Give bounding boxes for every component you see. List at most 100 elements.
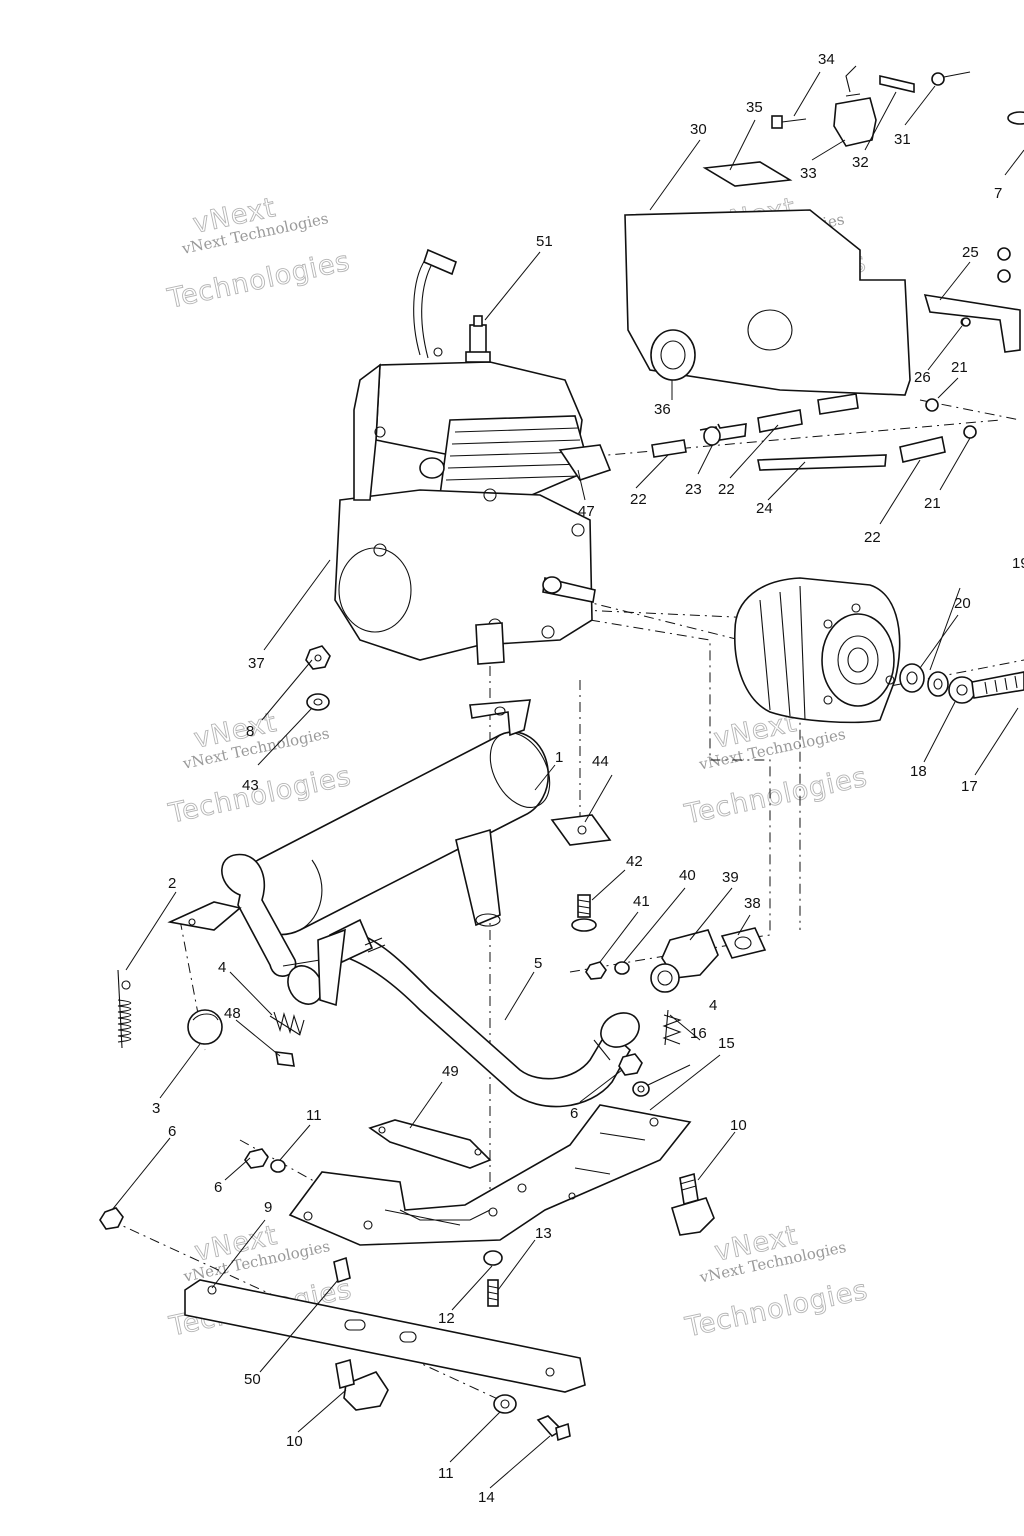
callout-49: 49: [442, 1063, 459, 1080]
spark-plug-51: [465, 315, 491, 363]
callout-5: 5: [534, 955, 542, 972]
callout-25: 25: [962, 244, 979, 261]
screw-34: [771, 115, 807, 129]
watermark-text: Technologies: [164, 246, 353, 315]
callout-47: 47: [578, 503, 595, 520]
callout-32: 32: [852, 154, 869, 171]
nut-6-b: [244, 1148, 269, 1169]
callout-44: 44: [592, 753, 609, 770]
callout-51: 51: [536, 233, 553, 250]
filter-23: [699, 423, 747, 446]
callout-43: 43: [242, 777, 259, 794]
watermark-text: Technologies: [165, 761, 354, 830]
callout-10: 10: [730, 1117, 747, 1134]
stud-50: [333, 1256, 351, 1284]
callout-48: 48: [224, 1005, 241, 1022]
grommet-26: [961, 317, 971, 327]
watermark-text: Technologies: [682, 1274, 871, 1343]
bolt-42: [571, 894, 597, 932]
callout-6: 6: [214, 1179, 222, 1196]
spring-2: [117, 969, 132, 1049]
callout-50: 50: [244, 1371, 261, 1388]
sleeve-22-c: [817, 393, 859, 415]
callout-16: 16: [690, 1025, 707, 1042]
ignition-wire-51: [413, 248, 457, 359]
bracket-2: [167, 901, 242, 931]
callout-22: 22: [864, 529, 881, 546]
callout-11: 11: [306, 1107, 322, 1124]
nut-41: [585, 961, 607, 980]
callout-10: 10: [286, 1433, 303, 1450]
grommet-ball-3: [187, 1009, 223, 1045]
callout-23: 23: [685, 481, 702, 498]
callout-21: 21: [951, 359, 968, 376]
callout-42: 42: [626, 853, 643, 870]
muffler-outlet-pipe: [221, 853, 323, 1005]
callout-22: 22: [718, 481, 735, 498]
callout-33: 33: [800, 165, 817, 182]
nut-31: [931, 71, 971, 86]
washer-12: [483, 1250, 503, 1266]
exhaust-pipe-5: [328, 918, 640, 1108]
callout-8: 8: [246, 723, 254, 740]
washer-40: [614, 961, 630, 975]
watermark-top-left: vNext vNext Technologies Technologies: [164, 192, 354, 316]
clip-21-a: [925, 398, 939, 412]
callout-21: 21: [924, 495, 941, 512]
leader-lines: [111, 71, 1024, 1489]
callout-15: 15: [718, 1035, 735, 1052]
sleeve-22-b: [757, 409, 803, 433]
bracket-25: [923, 294, 1021, 353]
module-33: [833, 65, 877, 147]
callout-41: 41: [633, 893, 650, 910]
clip-21-b: [963, 425, 977, 439]
washer-19: [927, 671, 949, 697]
flange-39: [650, 929, 719, 993]
bracket-5: [317, 928, 346, 1007]
callout-19: 19: [1012, 555, 1024, 572]
washer-43: [306, 693, 330, 711]
callout-12: 12: [438, 1310, 455, 1327]
callout-20: 20: [954, 595, 971, 612]
spring-4-a: [269, 1011, 305, 1036]
muffler-bracket-1: [469, 699, 531, 737]
washer-11-b: [493, 1394, 517, 1414]
callout-36: 36: [654, 401, 671, 418]
engine-cover-shroud: [624, 209, 911, 396]
watermark-mid-left: vNext vNext Technologies Technologies: [165, 707, 355, 831]
callout-1: 1: [555, 749, 563, 766]
callout-38: 38: [744, 895, 761, 912]
callout-24: 24: [756, 500, 773, 517]
callout-6: 6: [168, 1123, 176, 1140]
callout-40: 40: [679, 867, 696, 884]
callout-39: 39: [722, 869, 739, 886]
callout-9: 9: [264, 1199, 272, 1216]
muffler-1: [239, 731, 551, 936]
callout-35: 35: [746, 99, 763, 116]
rail-9: [184, 1279, 586, 1393]
rubber-mount-10-a: [671, 1172, 715, 1236]
callout-31: 31: [894, 131, 911, 148]
drive-clutch: [734, 577, 901, 724]
callout-26: 26: [914, 369, 931, 386]
callout-2: 2: [168, 875, 176, 892]
decal-35: [702, 161, 793, 187]
callout-3: 3: [152, 1100, 160, 1117]
engine-block: [334, 347, 612, 665]
bolt-14: [536, 1415, 571, 1442]
plate-44: [550, 814, 612, 846]
callout-30: 30: [690, 121, 707, 138]
sleeve-22-a: [651, 439, 687, 458]
sleeve-22-d: [899, 436, 946, 463]
spring-4-b: [662, 1009, 682, 1046]
bolt-13: [487, 1279, 499, 1307]
engine-mount-plate-15: [288, 1104, 692, 1246]
callout-4: 4: [218, 959, 226, 976]
spring-washer-18: [948, 676, 976, 704]
callout-4: 4: [709, 997, 717, 1014]
callout-34: 34: [818, 51, 835, 68]
plate-24: [757, 454, 887, 471]
nut-6-c: [99, 1207, 124, 1230]
